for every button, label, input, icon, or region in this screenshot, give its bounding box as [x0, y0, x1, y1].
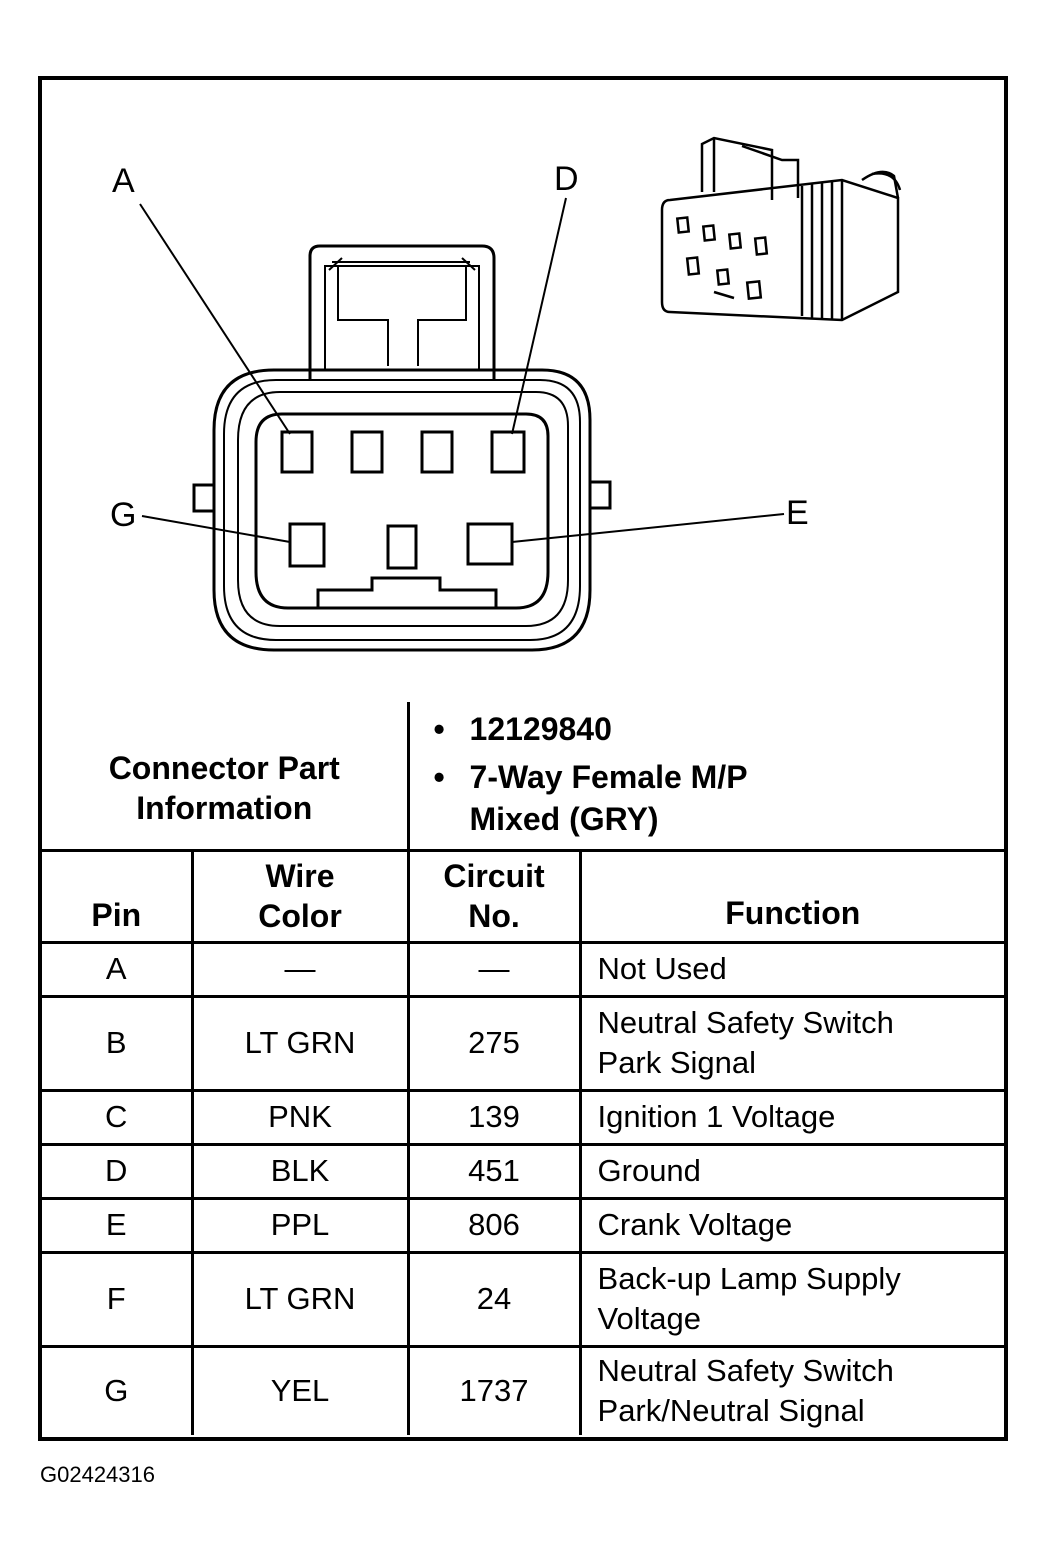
- cavity-g: [288, 522, 326, 568]
- connector-info-row: Connector Part Information 12129840 7-Wa…: [42, 702, 1005, 852]
- part-number: 12129840: [434, 708, 1005, 750]
- callout-a: A: [112, 162, 135, 200]
- header-function: Function: [578, 848, 1005, 944]
- figure-id: G02424316: [40, 1462, 155, 1487]
- leader-a: [139, 203, 291, 435]
- diagram-frame: A D G E Connector Part Information 12129…: [38, 76, 1008, 1441]
- connector-drawing: A D G E: [110, 136, 902, 652]
- connector-perspective-view: [660, 136, 902, 322]
- connector-cavity: [254, 412, 550, 610]
- leader-e: [511, 513, 785, 543]
- table-row: A — — Not Used: [42, 940, 1005, 998]
- connector-info-label: Connector Part Information: [42, 702, 410, 852]
- connector-body-outer: [212, 368, 592, 652]
- cavity-b: [350, 430, 384, 474]
- cavity-c: [420, 430, 454, 474]
- leader-d: [511, 197, 567, 435]
- leader-g: [141, 515, 291, 543]
- table-row: E PPL 806 Crank Voltage: [42, 1196, 1005, 1254]
- table-row: C PNK 139 Ignition 1 Voltage: [42, 1088, 1005, 1146]
- pinout-table: Connector Part Information 12129840 7-Wa…: [42, 702, 1005, 1435]
- cavity-d: [490, 430, 526, 474]
- cavity-e: [466, 522, 514, 566]
- cavity-f: [386, 524, 418, 570]
- callout-d: D: [554, 160, 579, 198]
- header-pin: Pin: [42, 848, 194, 944]
- table-row: D BLK 451 Ground: [42, 1142, 1005, 1200]
- callout-e: E: [786, 494, 809, 532]
- connector-latch: [308, 244, 496, 380]
- callout-g: G: [110, 496, 136, 534]
- cavity-a: [280, 430, 314, 474]
